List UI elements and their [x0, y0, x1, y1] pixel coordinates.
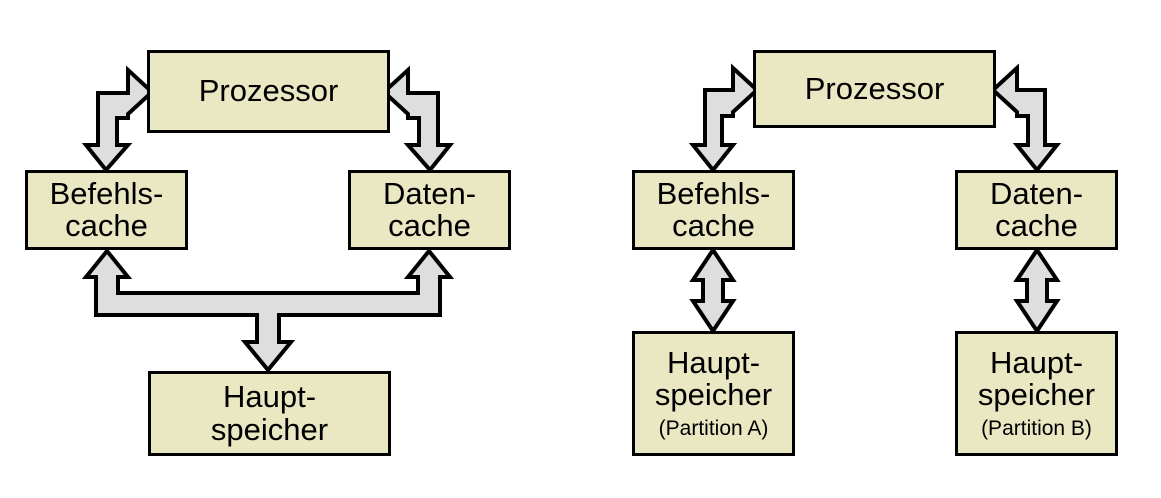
node-label-line2: speicher — [654, 377, 773, 413]
arrow-icache-to-processor-right — [688, 63, 760, 174]
node-label-line1: Haupt- — [666, 344, 761, 380]
node-instruction-cache-partitioned[interactable]: Befehls- cache — [632, 170, 795, 250]
node-label-line1: Daten- — [382, 175, 477, 211]
node-instruction-cache-unified[interactable]: Befehls- cache — [25, 170, 188, 250]
node-processor-partitioned[interactable]: Prozessor — [753, 50, 996, 128]
node-label-line2: cache — [995, 208, 1078, 243]
arrow-icache-to-memory-a — [689, 246, 737, 335]
node-label-line1: Daten- — [989, 175, 1084, 211]
node-label-line1: Befehls- — [49, 175, 164, 211]
node-data-cache-partitioned[interactable]: Daten- cache — [955, 170, 1118, 250]
arrow-icache-to-processor-left — [81, 65, 155, 174]
arrow-dcache-to-processor-left — [381, 65, 455, 174]
node-label-line2: cache — [65, 208, 148, 243]
node-data-cache-unified[interactable]: Daten- cache — [348, 170, 511, 250]
node-label-partition: (Partition A) — [658, 417, 769, 441]
node-label-line2: speicher — [210, 411, 329, 447]
arrow-dcache-to-processor-right — [990, 63, 1062, 174]
arrow-memory-to-caches-tee — [81, 247, 455, 374]
node-label-line1: Befehls- — [656, 175, 771, 211]
node-main-memory-unified[interactable]: Haupt- speicher — [148, 371, 391, 456]
node-label-line2: cache — [388, 208, 471, 243]
node-processor-unified[interactable]: Prozessor — [147, 50, 390, 133]
node-label: Prozessor — [804, 70, 945, 106]
node-label-line2: speicher — [977, 377, 1096, 413]
node-main-memory-partition-a[interactable]: Haupt- speicher (Partition A) — [632, 331, 795, 456]
arrow-dcache-to-memory-b — [1013, 246, 1061, 335]
node-label-line1: Haupt- — [989, 344, 1084, 380]
node-main-memory-partition-b[interactable]: Haupt- speicher (Partition B) — [955, 331, 1118, 456]
node-label-line2: cache — [672, 208, 755, 243]
node-label-line1: Haupt- — [222, 379, 317, 415]
node-label-partition: (Partition B) — [981, 417, 1092, 441]
node-label: Prozessor — [198, 73, 339, 109]
